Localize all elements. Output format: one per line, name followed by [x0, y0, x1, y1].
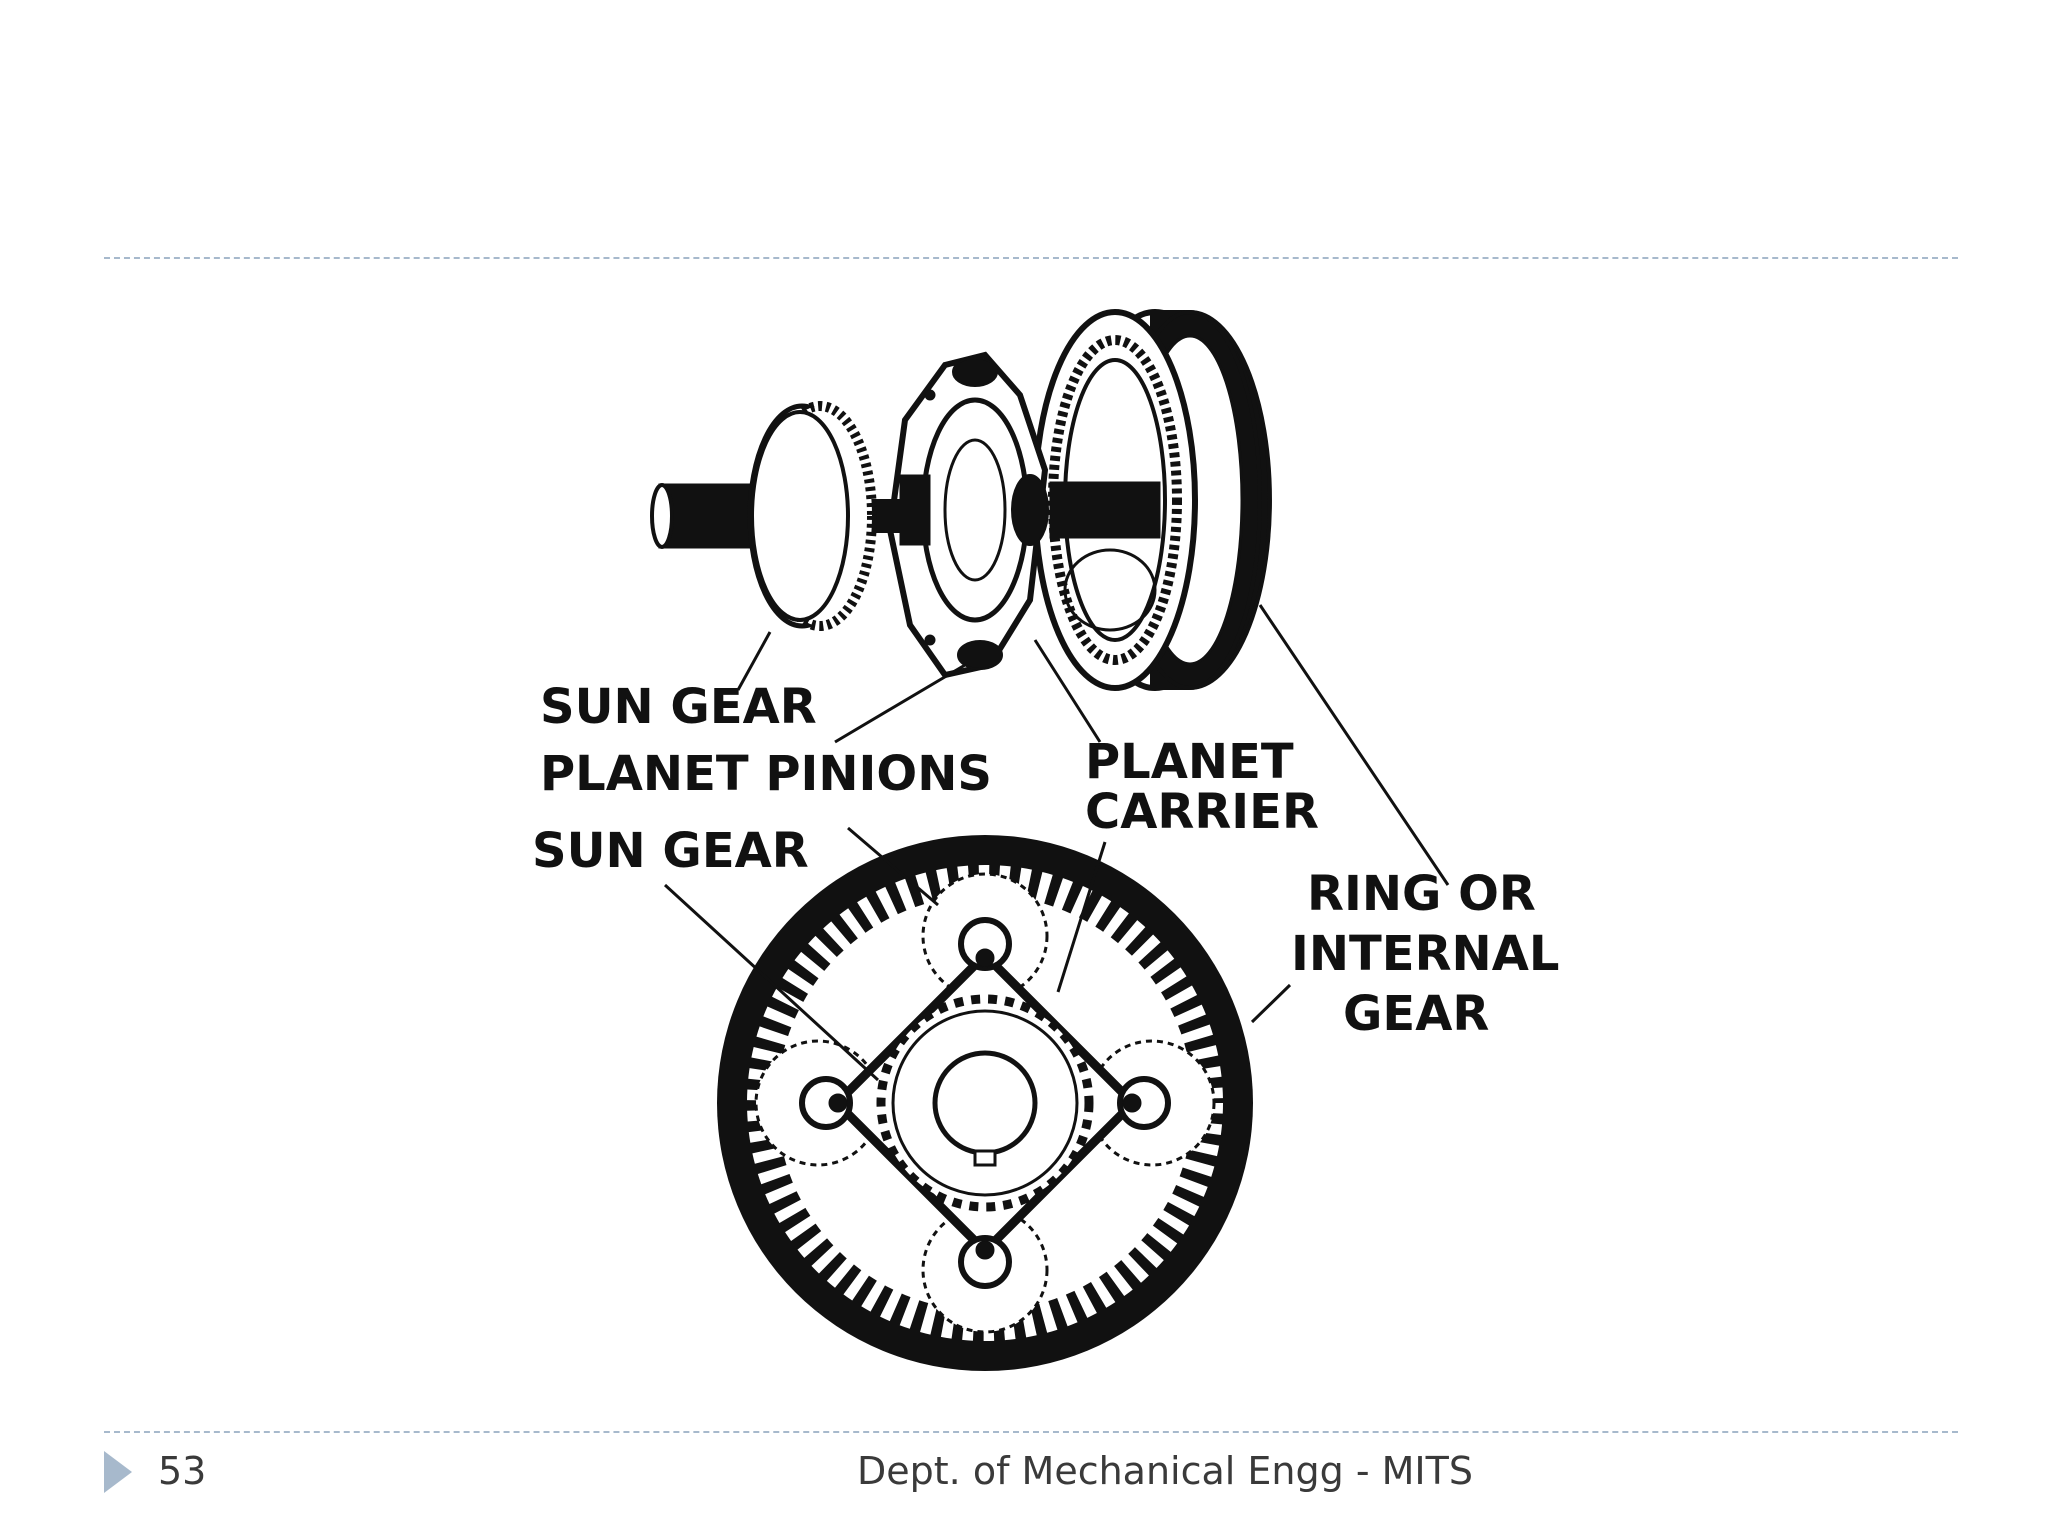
sun-gear-bore — [932, 1050, 1038, 1156]
label-sun-gear-top: SUN GEAR — [540, 679, 817, 735]
label-planet-pinions: PLANET PINIONS — [540, 746, 992, 802]
label-planet-carrier-line2: CARRIER — [1085, 784, 1319, 840]
carrier-pins — [799, 917, 1171, 1289]
planet-carrier-3d — [886, 351, 1049, 679]
footer-text: Dept. of Mechanical Engg - MITS — [857, 1449, 1473, 1493]
header-divider — [104, 257, 1958, 259]
label-ring-line3: GEAR — [1343, 986, 1489, 1042]
label-ring-line2: INTERNAL — [1291, 926, 1559, 982]
front-view — [663, 826, 1292, 1371]
ring-gear-3d — [1032, 309, 1272, 691]
page-number: 53 — [158, 1449, 207, 1493]
label-sun-gear-bottom: SUN GEAR — [532, 823, 809, 879]
exploded-view — [650, 309, 1450, 886]
leader-lines-lower — [663, 826, 1292, 1082]
footer-bullet-icon — [104, 1451, 132, 1493]
label-planet-carrier-line1: PLANET — [1085, 734, 1294, 790]
label-ring-line1: RING OR — [1307, 866, 1536, 922]
footer-divider — [104, 1431, 1958, 1433]
leader-lines-upper — [736, 604, 1450, 886]
sun-gear-3d — [650, 401, 906, 631]
